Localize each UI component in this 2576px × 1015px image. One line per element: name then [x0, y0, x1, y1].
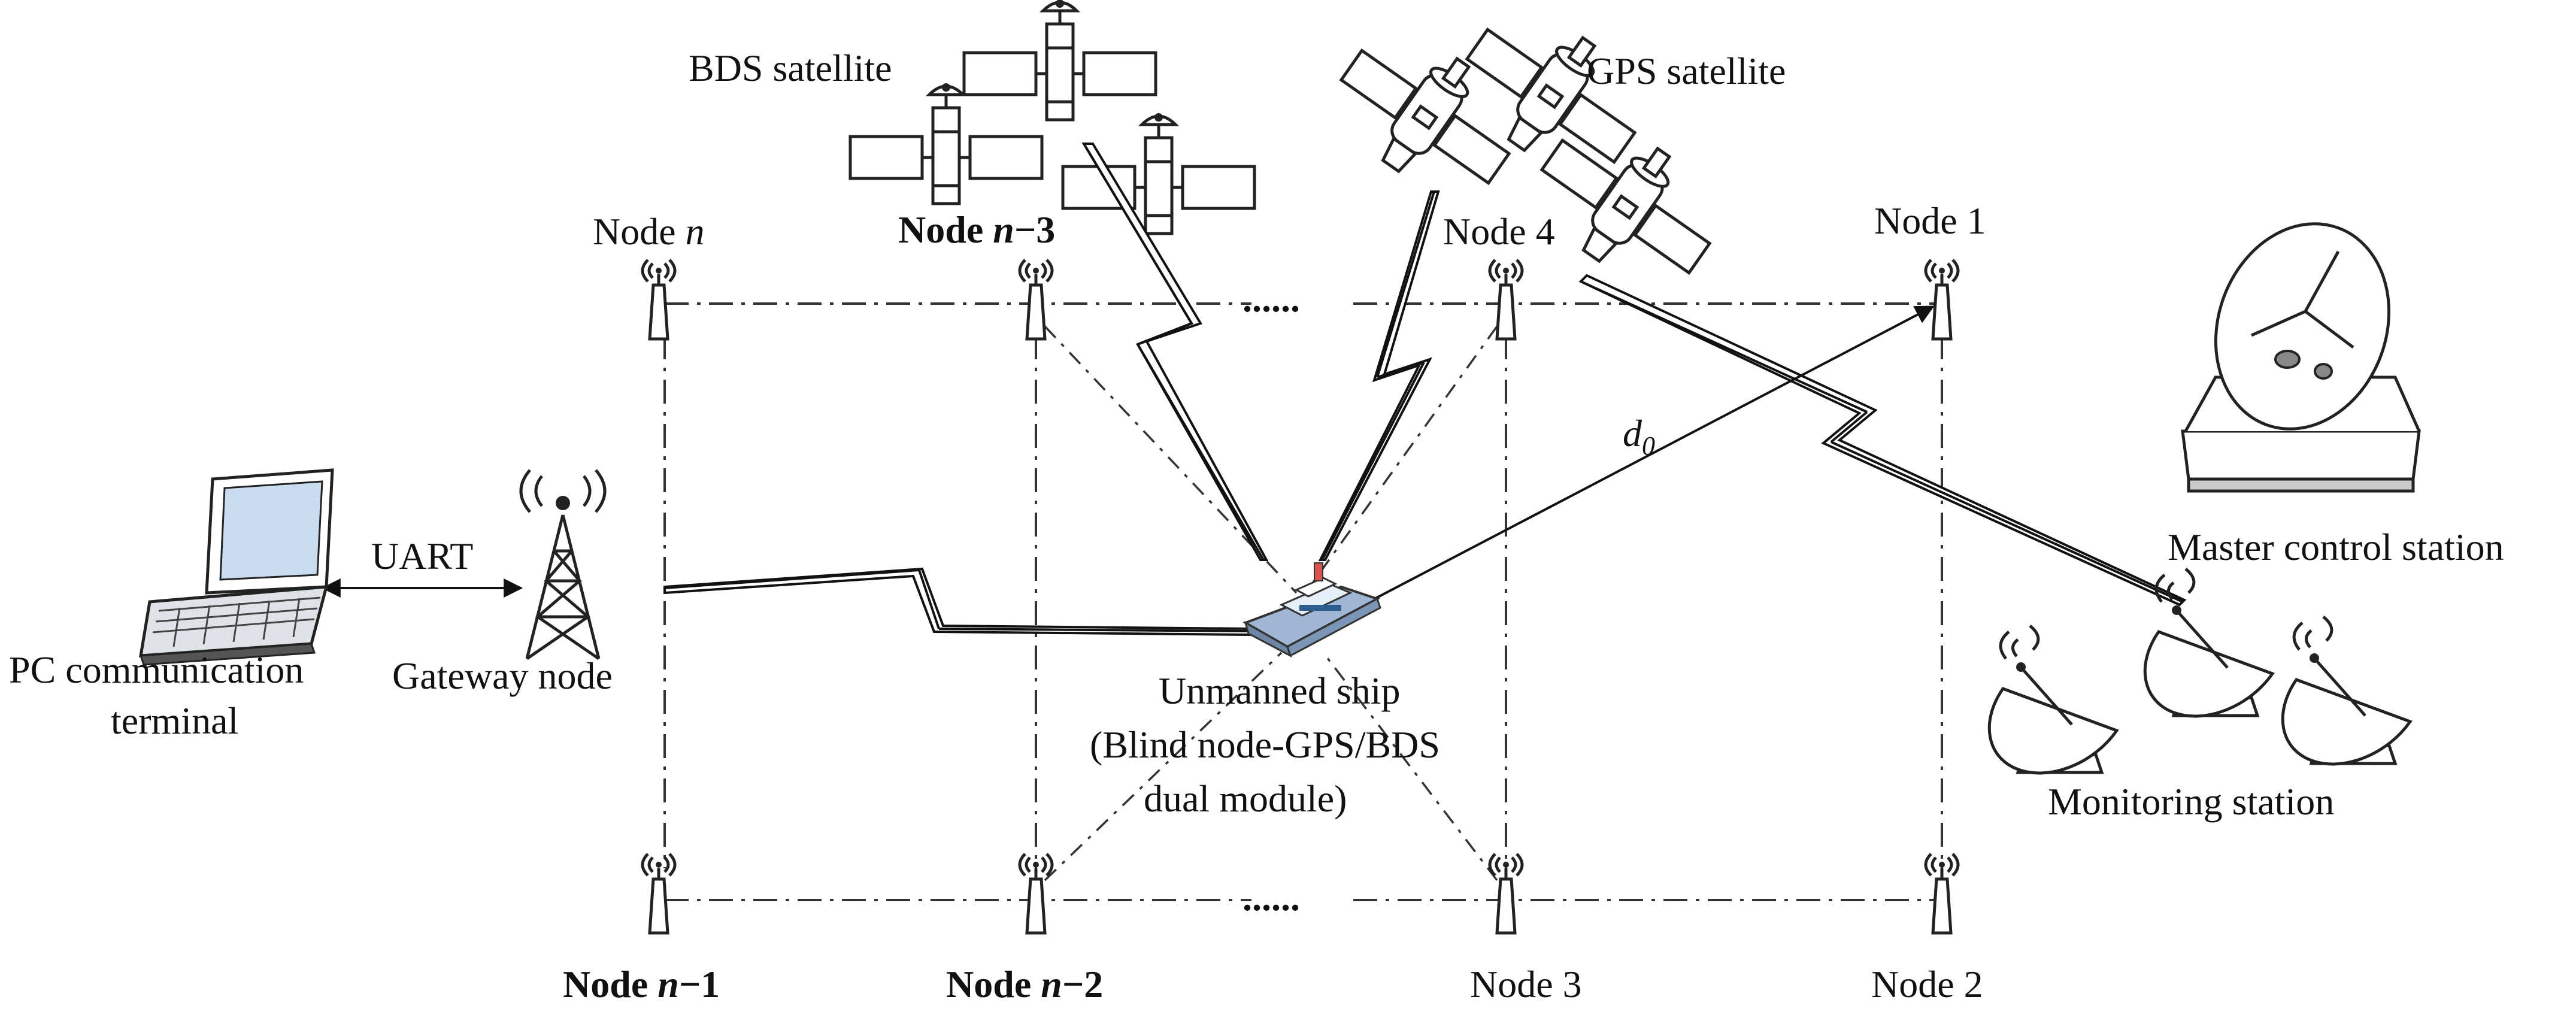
- pc-terminal-label-line2: terminal: [111, 699, 238, 742]
- master-control-label: Master control station: [2168, 526, 2504, 568]
- node-antenna-n-3: [1020, 260, 1052, 339]
- gateway-node-label: Gateway node: [392, 655, 613, 697]
- bds-satellite-3: [1063, 113, 1254, 234]
- bds-satellite-2: [850, 83, 1042, 204]
- ellipsis-top: ......: [1242, 277, 1300, 320]
- ship-label-line1: Unmanned ship: [1159, 669, 1401, 712]
- distance-line: [1317, 305, 1935, 630]
- monitoring-dish-1: [1989, 626, 2117, 773]
- node-antenna-n: [643, 260, 675, 339]
- gateway-tower-icon: [519, 469, 607, 660]
- monitoring-station-label: Monitoring station: [2048, 780, 2334, 823]
- pc-terminal-label-line1: PC communication: [9, 649, 304, 691]
- ranging-lines: [1044, 325, 1498, 881]
- laptop-icon: [139, 468, 334, 666]
- radio-links: [663, 143, 2187, 637]
- node-n-1-label: Node n−1: [563, 963, 720, 1005]
- bds-satellite-label: BDS satellite: [689, 47, 892, 89]
- ellipsis-bottom: ......: [1242, 876, 1300, 919]
- node-n-label: Node n: [593, 210, 705, 253]
- node-2-label: Node 2: [1871, 963, 1983, 1005]
- node-grid: [663, 302, 1943, 901]
- node-antenna-2: [1926, 854, 1958, 933]
- node-antenna-1: [1926, 260, 1958, 339]
- ship-label-line3: dual module): [1144, 777, 1347, 820]
- node-n-3-label: Node n−3: [898, 208, 1055, 251]
- node-n-2-label: Node n−2: [946, 963, 1103, 1005]
- bds-satellite-1: [964, 0, 1156, 120]
- node-antenna-n-1: [643, 854, 675, 933]
- node-antenna-3: [1490, 854, 1522, 933]
- uart-label: UART: [371, 535, 473, 577]
- ship-icon: [1242, 562, 1381, 658]
- node-antenna-n-2: [1020, 854, 1052, 933]
- master-control-dish-icon: [2181, 222, 2421, 493]
- node-antenna-4: [1490, 260, 1522, 339]
- gps-satellite-label: GPS satellite: [1587, 50, 1786, 92]
- node-1-label: Node 1: [1874, 199, 1986, 242]
- node-4-label: Node 4: [1443, 210, 1555, 253]
- ship-label-line2: (Blind node-GPS/BDS: [1090, 723, 1440, 766]
- node-3-label: Node 3: [1470, 963, 1582, 1005]
- distance-label: d0: [1623, 412, 1655, 460]
- monitoring-dish-3: [2283, 617, 2410, 764]
